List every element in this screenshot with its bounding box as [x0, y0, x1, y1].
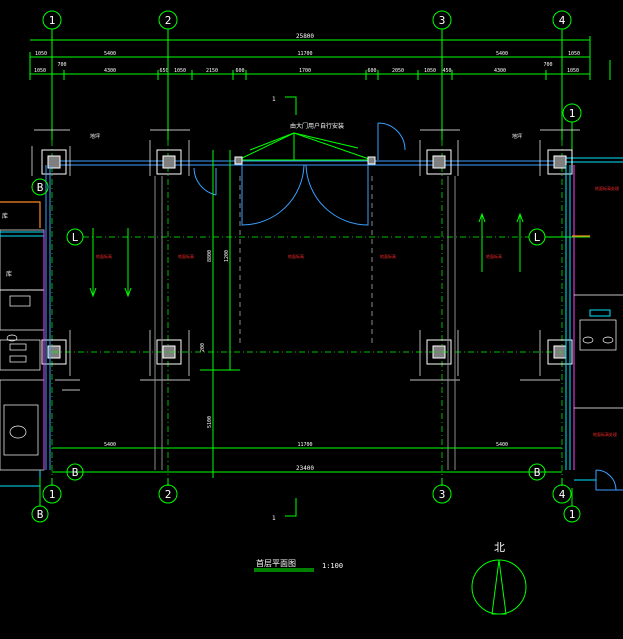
svg-text:1: 1 [569, 508, 576, 521]
door-post-right [367, 156, 376, 165]
north-label: 北 [494, 541, 505, 554]
svg-text:2150: 2150 [206, 68, 218, 74]
svg-text:1050: 1050 [34, 68, 46, 74]
svg-text:700: 700 [543, 62, 552, 68]
grid-label-1-top: 1 [49, 14, 56, 27]
column-1-top [31, 146, 71, 176]
right-label: 地坪 [512, 133, 522, 140]
column-4-top [539, 140, 573, 176]
svg-text:库: 库 [2, 212, 8, 220]
grid-L: L L [52, 228, 590, 353]
grid-B: 5400 11700 5400 23400 B B [52, 442, 562, 481]
svg-text:1050: 1050 [424, 68, 436, 74]
column-4-mid [539, 330, 573, 376]
plan-title-block: 首层平面图 1:100 [254, 558, 343, 572]
svg-text:8800: 8800 [207, 250, 213, 262]
grid-label-L-left: L [72, 231, 79, 244]
door-truss [234, 122, 406, 165]
section-mark-top: 1 [272, 96, 297, 115]
grid-label-B-left: B [72, 466, 79, 479]
column-2-top [149, 140, 190, 176]
slope-arrows [89, 212, 524, 298]
grid-label-B-right: B [534, 466, 541, 479]
svg-text:5400: 5400 [496, 51, 508, 57]
svg-text:450: 450 [442, 68, 451, 74]
svg-text:600: 600 [367, 68, 376, 74]
right-grid-bubble-1: 1 [562, 60, 611, 160]
svg-text:600: 600 [235, 68, 244, 74]
svg-text:200: 200 [200, 343, 206, 352]
svg-text:1200: 1200 [224, 250, 230, 262]
door-note: 由大门用户自行安装 [290, 122, 344, 130]
section-mark-bottom: 1 [272, 498, 297, 522]
svg-text:B: B [37, 181, 44, 194]
left-edge-bubbles: B B [31, 178, 49, 523]
plan-title: 首层平面图 [256, 558, 296, 568]
svg-text:5100: 5100 [207, 416, 213, 428]
svg-text:4: 4 [559, 488, 566, 501]
room-labels: 地面标高 地面标高 地面标高 地面标高 地面标高 地面标高处理 地面标高处理 [96, 185, 619, 437]
right-building-fragment [565, 165, 623, 491]
svg-text:4300: 4300 [494, 68, 506, 74]
right-room-label-2: 地面标高处理 [593, 431, 617, 437]
top-wall [52, 157, 623, 166]
grid-label-L-right: L [534, 231, 541, 244]
left-building-fragment: 库 库 [0, 165, 51, 487]
svg-text:1: 1 [272, 515, 276, 522]
right-room-label-1: 地面标高处理 [595, 185, 619, 191]
dim-overall-top: 25800 [296, 33, 314, 40]
svg-text:1050: 1050 [568, 51, 580, 57]
svg-text:1700: 1700 [299, 68, 311, 74]
left-room-label: 库 [6, 270, 12, 278]
svg-text:11700: 11700 [297, 51, 312, 57]
left-label: 地坪 [90, 133, 100, 140]
top-dimensions: 25800 1050 5400 11700 5400 1050 1050 430… [29, 33, 591, 80]
plan-scale: 1:100 [322, 562, 343, 570]
svg-text:2050: 2050 [392, 68, 404, 74]
svg-text:1: 1 [49, 488, 56, 501]
room-label-5: 地面标高 [486, 253, 502, 259]
svg-text:5400: 5400 [104, 442, 116, 448]
svg-text:700: 700 [57, 62, 66, 68]
top-grid-bubbles: 1 2 3 4 [42, 10, 572, 30]
svg-text:23400: 23400 [296, 465, 314, 472]
room-label-4: 地面标高 [380, 253, 396, 259]
svg-text:1050: 1050 [174, 68, 186, 74]
room-label-1: 地面标高 [96, 253, 112, 259]
room-label-2: 地面标高 [178, 253, 194, 259]
column-3-mid [419, 330, 459, 376]
svg-text:1: 1 [272, 96, 276, 103]
svg-text:1050: 1050 [567, 68, 579, 74]
svg-text:650: 650 [159, 68, 168, 74]
svg-text:2: 2 [165, 488, 172, 501]
column-dim-ticks [34, 129, 580, 391]
svg-text:5400: 5400 [104, 51, 116, 57]
north-arrow: 北 [471, 541, 527, 615]
bottom-grid-bubbles: 1 2 3 4 1 [42, 478, 581, 523]
svg-text:B: B [37, 508, 44, 521]
interior-lines [154, 176, 456, 470]
svg-text:11700: 11700 [297, 442, 312, 448]
svg-text:1050: 1050 [35, 51, 47, 57]
main-door-swing [193, 164, 369, 226]
svg-text:5400: 5400 [496, 442, 508, 448]
left-vertical-dims: 8800 1200 200 5100 [200, 150, 240, 478]
svg-text:4300: 4300 [104, 68, 116, 74]
grid-label-2-top: 2 [165, 14, 172, 27]
svg-text:1: 1 [569, 107, 576, 120]
column-3-top [419, 140, 459, 176]
column-2-mid [149, 330, 190, 376]
svg-text:3: 3 [439, 488, 446, 501]
door-post-left [234, 156, 243, 165]
grid-label-3-top: 3 [439, 14, 446, 27]
grid-label-4-top: 4 [559, 14, 566, 27]
room-label-3: 地面标高 [288, 253, 304, 259]
